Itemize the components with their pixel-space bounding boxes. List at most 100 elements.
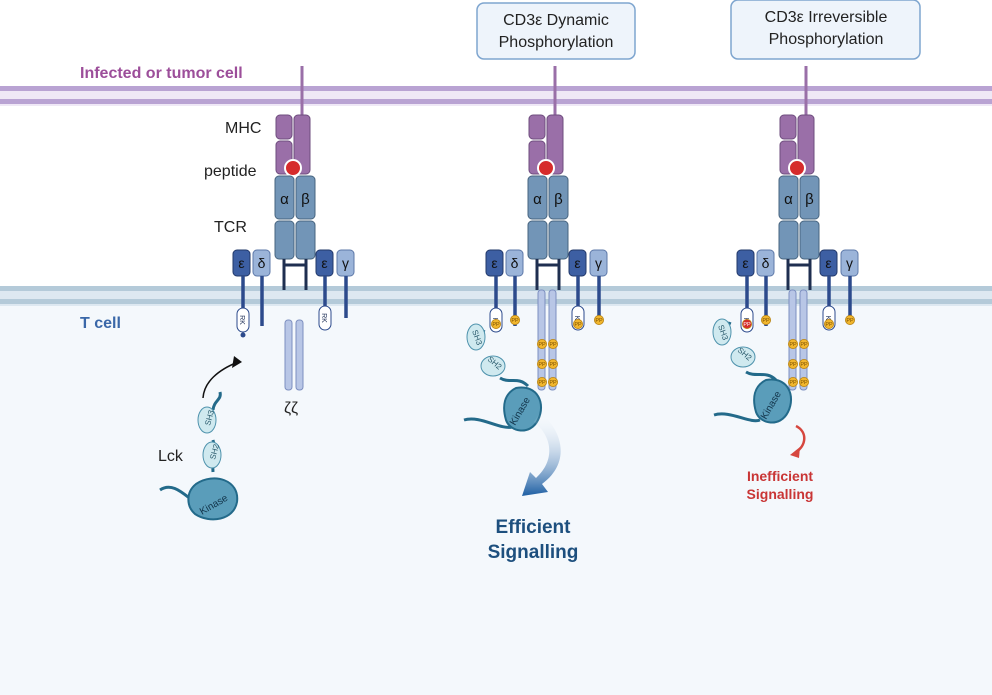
- peptide-circle: [284, 159, 302, 177]
- tcr-complex-dynamic: αβεδεγKKPPPPPPPPPPPPPPPPPPPP: [485, 66, 608, 391]
- tcr-complex-irreversible: αβεδεγKKPPPPPPPPPPPPPPPPPPPP: [736, 66, 859, 391]
- mhc-domain-a1: [275, 114, 293, 140]
- efficient-line-2: Signalling: [488, 542, 579, 563]
- zeta-pp-right-2: [798, 358, 809, 369]
- epsilon-motif-1: [236, 307, 250, 333]
- peptide-circle: [537, 159, 555, 177]
- epsilon-label-2: ε: [574, 255, 580, 271]
- zeta-pp-right-3-text: PP: [549, 380, 557, 386]
- zeta-pp-right-2-text: PP: [800, 362, 808, 368]
- zeta-pp-right-2-text: PP: [549, 362, 557, 368]
- mhc-domain-a1: [528, 114, 546, 140]
- tcr-transmembrane: [282, 259, 308, 290]
- gamma-pp-text: PP: [846, 318, 854, 324]
- zeta-pp-left-1: [536, 338, 547, 349]
- gamma-label: γ: [342, 255, 349, 271]
- epsilon-motif-text-2: K: [573, 316, 580, 321]
- top-membrane-line-2: [0, 99, 992, 104]
- dynamic-box-line-2: Phosphorylation: [499, 34, 614, 51]
- epsilon-label-2: ε: [825, 255, 831, 271]
- zeta-pp-left-1: [787, 338, 798, 349]
- t-cell-label: T cell: [80, 315, 121, 332]
- tcr-beta-v: [548, 175, 569, 220]
- irreversible-box-line-1: CD3ε Irreversible: [765, 9, 888, 26]
- epsilon-pp-2: [823, 318, 834, 329]
- zeta-pp-right-3-text: PP: [800, 380, 808, 386]
- zeta-pp-right-1-text: PP: [549, 342, 557, 348]
- lck-kinase-dynamic: SH3 SH2 Kinase: [463, 323, 543, 432]
- epsilon-label-1: ε: [238, 255, 244, 271]
- delta-pp: [760, 314, 771, 325]
- zeta-pp-left-2: [787, 358, 798, 369]
- tcr-alpha-c: [274, 220, 295, 260]
- infected-cell-label: Infected or tumor cell: [80, 65, 243, 82]
- zeta-pp-left-2-text: PP: [538, 362, 546, 368]
- beta-label: β: [554, 191, 563, 208]
- tcr-transmembrane: [535, 259, 561, 290]
- tcr-alpha-c: [527, 220, 548, 260]
- gamma-pp: [844, 314, 855, 325]
- lck-kinase-irreversible: SH3 SH2 Kinase: [712, 318, 793, 424]
- inefficient-line-1: Inefficient: [747, 468, 813, 484]
- mhc-domain-a1: [779, 114, 797, 140]
- epsilon-motif-2: [318, 305, 332, 331]
- inefficient-signalling-arrow: [790, 424, 806, 458]
- irreversible-phosphorylation-box: CD3ε Irreversible Phosphorylation: [730, 0, 921, 60]
- alpha-label: α: [280, 191, 289, 208]
- mhc-label: MHC: [225, 120, 261, 137]
- epsilon-label-2: ε: [321, 255, 327, 271]
- alpha-label: α: [784, 191, 793, 208]
- zeta-pp-left-2-text: PP: [789, 362, 797, 368]
- tcr-alpha-v: [527, 175, 548, 220]
- delta-pp-text: PP: [511, 318, 519, 324]
- epsilon-motif-text-2: K: [824, 316, 831, 321]
- epsilon-pp-1: [741, 318, 752, 329]
- zeta-pp-left-2: [536, 358, 547, 369]
- mhc-domain-b: [546, 114, 564, 175]
- epsilon-pp-1: [490, 318, 501, 329]
- epsilon-motif-text-1: RK: [238, 315, 245, 325]
- tcr-label: TCR: [214, 219, 247, 236]
- zeta-pp-left-3-text: PP: [789, 380, 797, 386]
- sh2-label: SH2: [208, 443, 221, 461]
- sh3-label: SH3: [203, 409, 216, 427]
- gamma-label: γ: [595, 255, 602, 271]
- lck-label: Lck: [158, 448, 184, 465]
- zeta-pp-right-2: [547, 358, 558, 369]
- top-membrane-line-1: [0, 86, 992, 91]
- zeta-zeta-label: ζζ: [284, 400, 298, 417]
- zeta-pp-right-1-text: PP: [800, 342, 808, 348]
- lck-kinase-free: SH2 SH3 Kinase: [159, 356, 242, 521]
- zeta-pp-right-1: [798, 338, 809, 349]
- zeta-pp-left-3: [787, 376, 798, 387]
- efficient-line-1: Efficient: [496, 517, 572, 538]
- zeta-pp-left-1-text: PP: [538, 342, 546, 348]
- zeta-pp-right-3: [798, 376, 809, 387]
- epsilon-pp-2: [572, 318, 583, 329]
- tcr-alpha-v: [778, 175, 799, 220]
- zeta-pp-left-1-text: PP: [789, 342, 797, 348]
- beta-label: β: [805, 191, 814, 208]
- tcr-transmembrane: [786, 259, 812, 290]
- irreversible-box-line-2: Phosphorylation: [769, 31, 884, 48]
- epsilon-pp-1-text: PP: [743, 322, 751, 328]
- zeta-pp-left-3: [536, 376, 547, 387]
- delta-pp: [509, 314, 520, 325]
- beta-label: β: [301, 191, 310, 208]
- gamma-pp: [593, 314, 604, 325]
- peptide-label: peptide: [204, 163, 257, 180]
- dynamic-phosphorylation-box: CD3ε Dynamic Phosphorylation: [476, 2, 636, 60]
- epsilon-motif-text-2: RK: [320, 313, 327, 323]
- epsilon-label-1: ε: [742, 255, 748, 271]
- zeta-pp-right-3: [547, 376, 558, 387]
- zeta-pp-right-1: [547, 338, 558, 349]
- tcr-beta-c: [548, 220, 569, 260]
- alpha-label: α: [533, 191, 542, 208]
- delta-label: δ: [258, 255, 266, 271]
- mhc-domain-b: [293, 114, 311, 175]
- dynamic-box-line-1: CD3ε Dynamic: [503, 12, 609, 29]
- epsilon-pp-1-text: PP: [492, 322, 500, 328]
- epsilon-pp-2-text: PP: [825, 322, 833, 328]
